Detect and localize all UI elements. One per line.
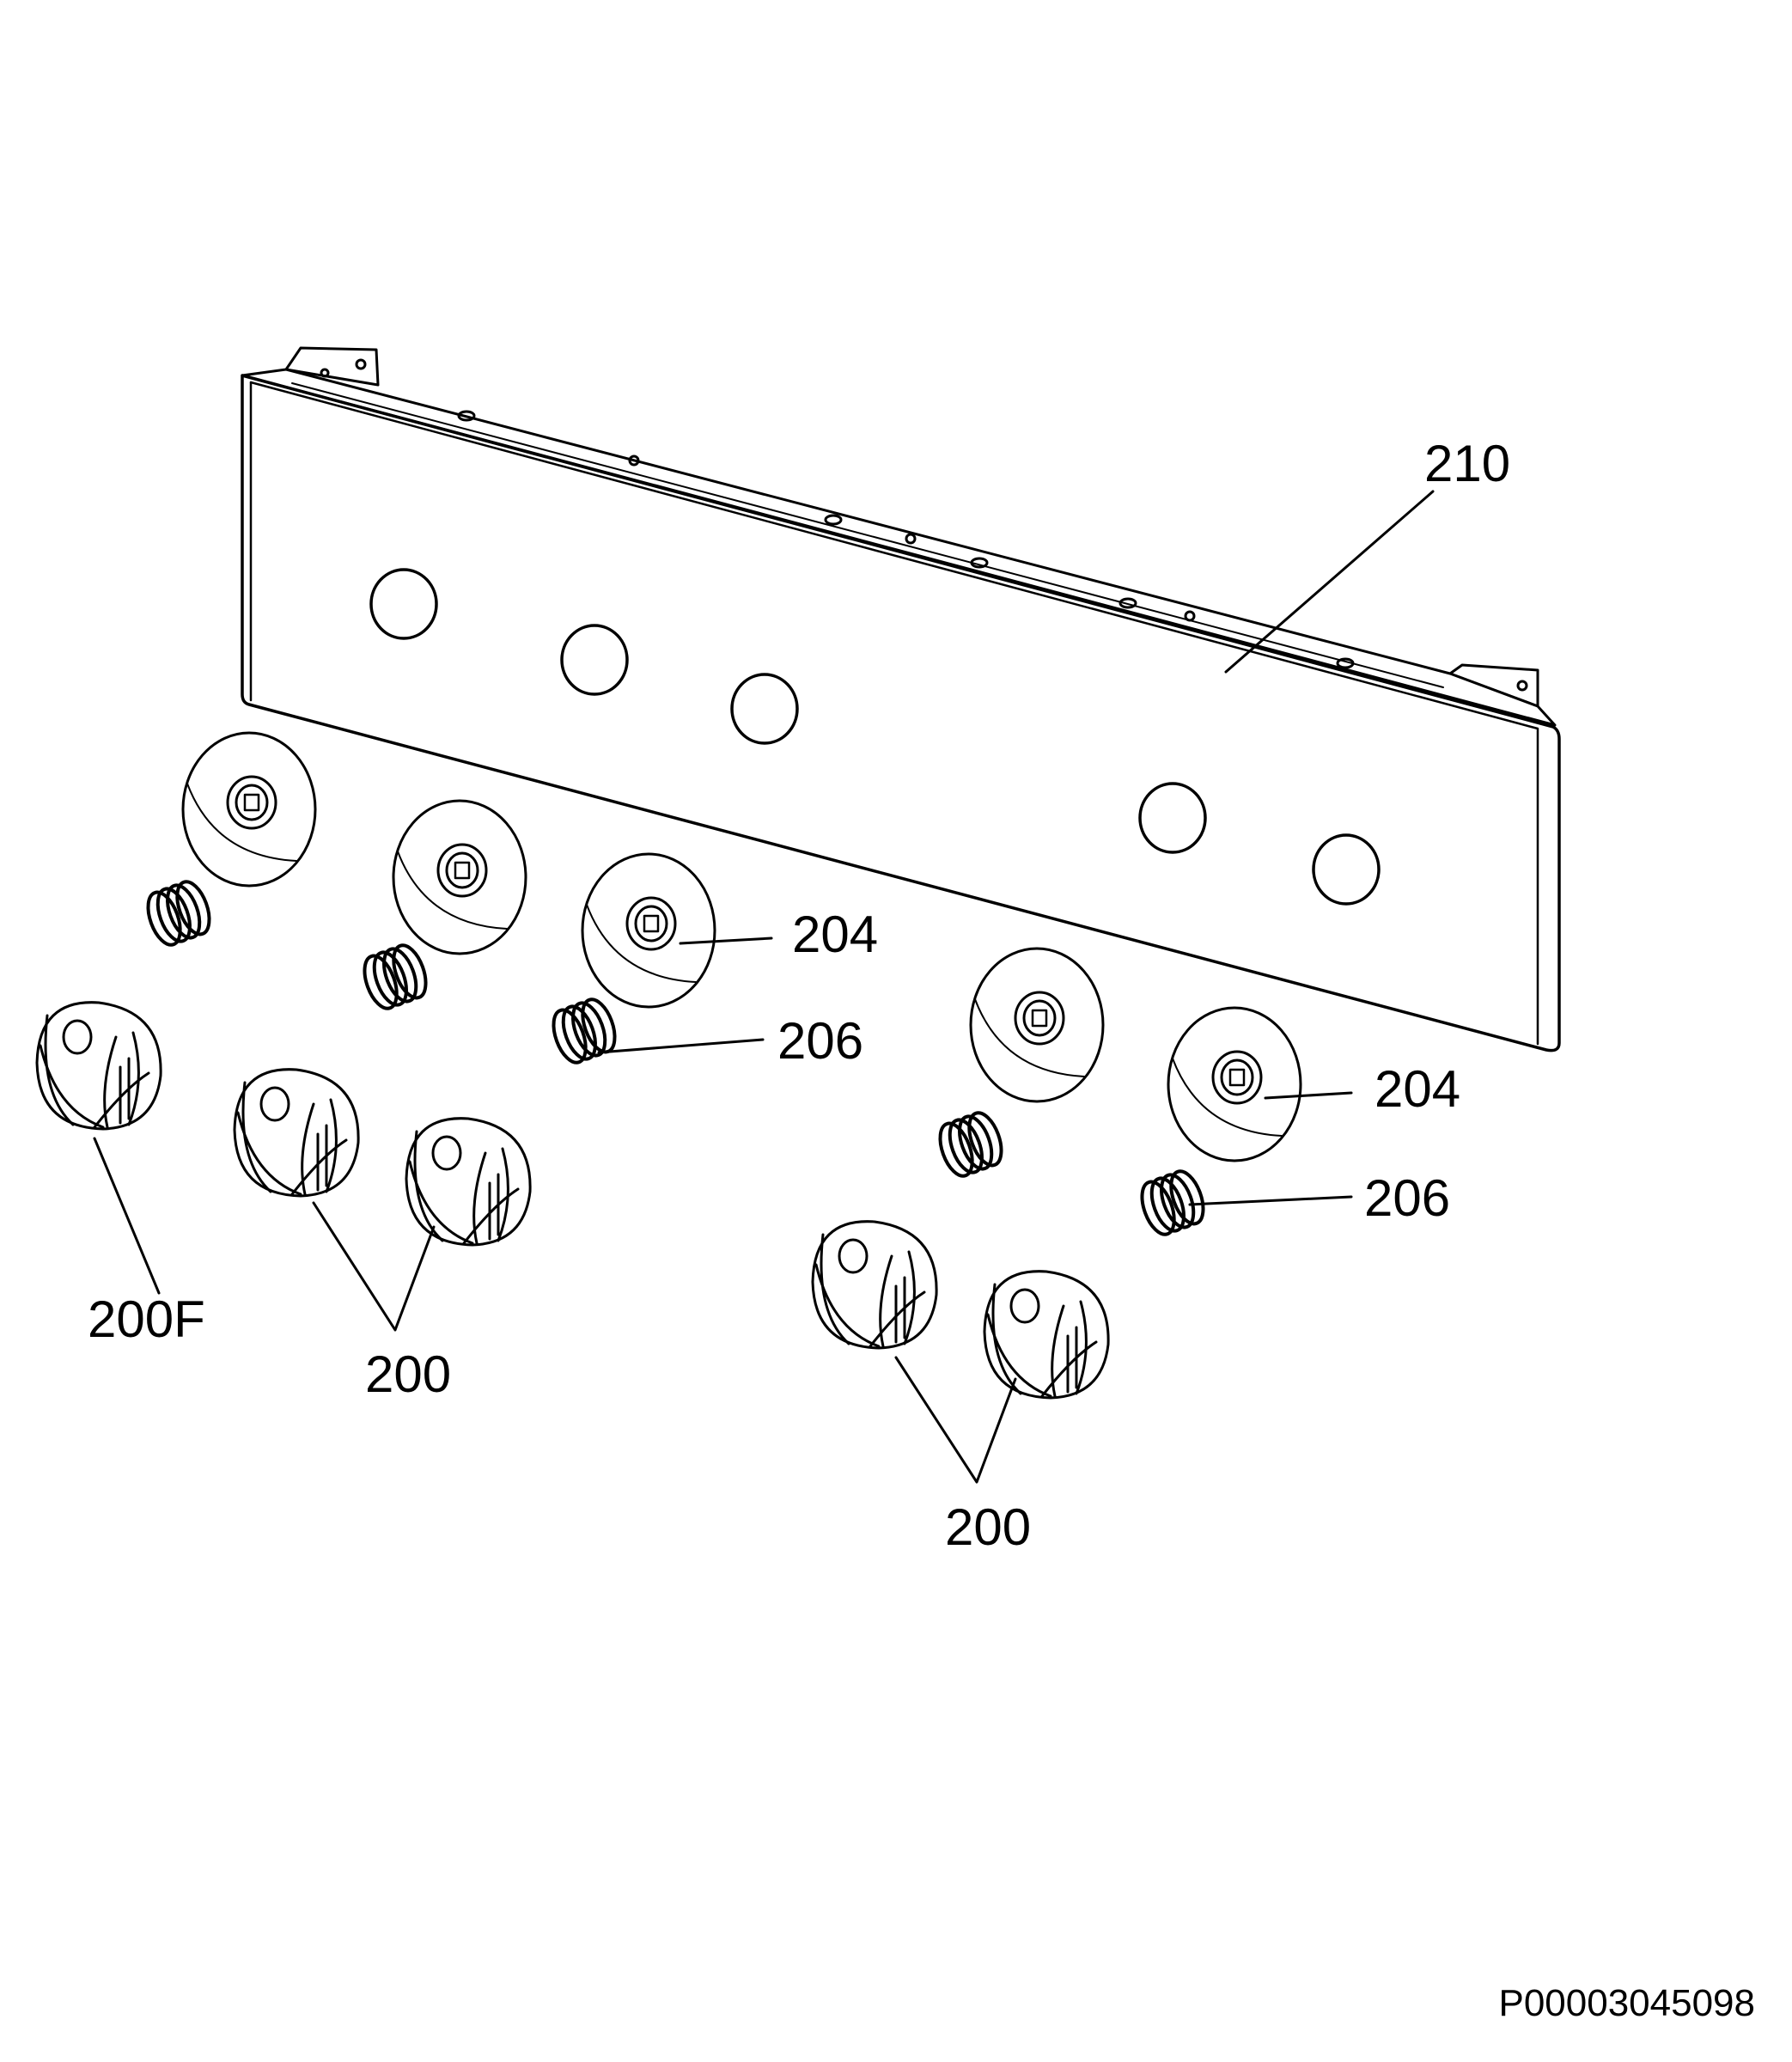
spring xyxy=(938,1111,1003,1178)
control-panel xyxy=(241,346,1561,1052)
spring xyxy=(1140,1169,1205,1236)
control-knob xyxy=(811,1220,938,1350)
bezel-ring xyxy=(392,799,527,955)
control-knob xyxy=(983,1270,1110,1400)
bezel-rings xyxy=(181,731,1302,1162)
label-210: 210 xyxy=(1424,435,1510,492)
label-200F: 200F xyxy=(88,1290,205,1348)
bezel-ring xyxy=(181,731,317,888)
control-knob xyxy=(233,1068,360,1198)
label-204-lower: 204 xyxy=(1374,1060,1460,1118)
panel-knob-openings xyxy=(369,568,1381,906)
label-204-upper: 204 xyxy=(792,906,878,963)
label-200-left: 200 xyxy=(365,1345,451,1403)
part-labels: 210 204 206 204 206 200F 200 200 xyxy=(88,435,1510,1556)
spring xyxy=(146,880,211,947)
leader-lines xyxy=(93,490,1435,1484)
spring xyxy=(552,997,617,1065)
control-knob xyxy=(35,1001,162,1131)
spring xyxy=(363,943,428,1010)
springs xyxy=(146,880,1205,1236)
label-200-right: 200 xyxy=(945,1498,1031,1556)
bezel-ring xyxy=(1167,1006,1302,1162)
panel-screw-holes xyxy=(457,410,1355,669)
bezel-ring xyxy=(969,947,1105,1103)
label-206-lower: 206 xyxy=(1364,1169,1450,1227)
label-206-upper: 206 xyxy=(777,1012,863,1070)
bezel-ring xyxy=(581,852,716,1009)
control-knobs xyxy=(35,1001,1110,1400)
drawing-code: P00003045098 xyxy=(1498,1982,1755,2024)
control-knob xyxy=(405,1117,532,1247)
